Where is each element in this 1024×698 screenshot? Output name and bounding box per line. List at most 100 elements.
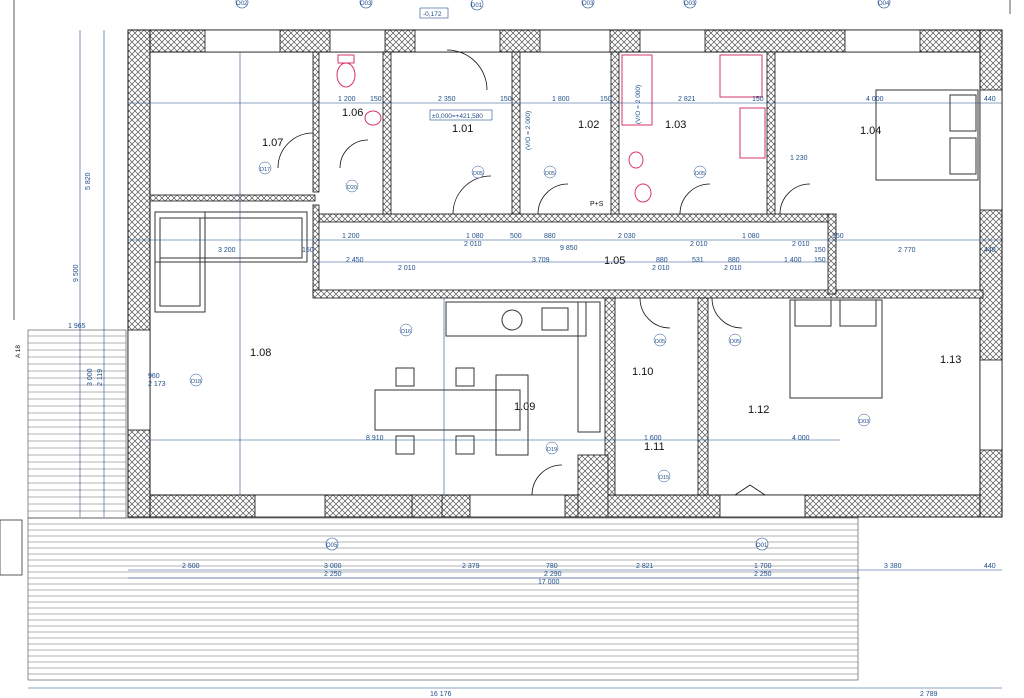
wc-label-1: (V/O = 2 000) bbox=[525, 111, 532, 150]
dining-table bbox=[374, 367, 529, 456]
window-tag: O05 bbox=[326, 543, 338, 549]
dim-label: 880 bbox=[656, 257, 668, 264]
dim-label: 440 bbox=[984, 247, 996, 254]
room-label-1-01: 1.01 bbox=[452, 123, 473, 135]
dim-label: 150 bbox=[814, 257, 826, 264]
axis-marker: A 18 bbox=[15, 345, 22, 358]
dim-label: 150 bbox=[370, 96, 382, 103]
left-edge-marks bbox=[0, 0, 23, 576]
dim-label: 1 600 bbox=[644, 435, 662, 442]
dim-label: 150 bbox=[500, 96, 512, 103]
door-tag: D05 bbox=[473, 171, 483, 177]
dim-label: 3 380 bbox=[884, 563, 902, 570]
dim-label: 150 bbox=[814, 247, 826, 254]
room-label-1-05: 1.05 bbox=[604, 255, 625, 267]
dim-label: 1 800 bbox=[552, 96, 570, 103]
door-tags: D20 D05 D05 D05 D05 D05 D16 D18 D19 D15 … bbox=[189, 161, 871, 483]
dim-label: 150 bbox=[302, 247, 314, 254]
window-tag: O02 bbox=[236, 1, 248, 7]
dim-label: 1 400 bbox=[784, 257, 802, 264]
dim-label: 2 770 bbox=[898, 247, 916, 254]
interior-walls bbox=[149, 51, 984, 518]
dim-label-total: 17 000 bbox=[538, 579, 560, 586]
dim-label: 3 200 bbox=[218, 247, 236, 254]
room-label-1-11: 1.11 bbox=[644, 441, 665, 453]
dim-label: 2 030 bbox=[618, 233, 636, 240]
door-tag: D03 bbox=[859, 419, 869, 425]
dim-label: 2 821 bbox=[636, 563, 654, 570]
dimension-labels-left: 5 820 9 500 1 965 3 000 2 119 960 2 173 … bbox=[68, 155, 810, 442]
door-tag-d01: D01 bbox=[471, 3, 483, 9]
stair-label: P+S bbox=[590, 201, 604, 208]
dim-label: 1 230 bbox=[790, 155, 808, 162]
room-label-1-10: 1.10 bbox=[632, 366, 653, 378]
elevation-label: ±0,000=+421,580 bbox=[432, 113, 483, 120]
door-tag: D05 bbox=[695, 171, 705, 177]
dimension-labels-top: 1 200 150 2 350 150 1 800 150 2 821 150 … bbox=[338, 96, 996, 103]
dim-label: 440 bbox=[984, 96, 996, 103]
dim-label: 880 bbox=[544, 233, 556, 240]
dim-label: 9 850 bbox=[560, 245, 578, 252]
dim-label: 1 200 bbox=[342, 233, 360, 240]
dim-label: 3 709 bbox=[532, 257, 550, 264]
room-label-1-03: 1.03 bbox=[665, 119, 686, 131]
dim-label: 2 350 bbox=[438, 96, 456, 103]
dim-label: 3 000 bbox=[324, 563, 342, 570]
bed-room-1-04 bbox=[875, 89, 979, 181]
dim-label: 2 450 bbox=[346, 257, 364, 264]
dim-label: 880 bbox=[728, 257, 740, 264]
window-tag: O01 bbox=[756, 543, 768, 549]
dim-label: 500 bbox=[510, 233, 522, 240]
door-tag: D16 bbox=[401, 329, 411, 335]
dim-label: 2 789 bbox=[920, 691, 938, 698]
window-tag: O03 bbox=[582, 1, 594, 7]
door-tag: D05 bbox=[545, 171, 555, 177]
window-tag: O04 bbox=[878, 1, 890, 7]
dim-label: 2 821 bbox=[678, 96, 696, 103]
dimension-labels-bottom: 2 500 3 000 2 379 780 2 821 1 700 3 380 … bbox=[182, 563, 996, 698]
room-label-1-13: 1.13 bbox=[940, 354, 961, 366]
annotations: ±0,000=+421,580 -0,172 P+S A 18 (V/O = 2… bbox=[15, 7, 642, 358]
dimension-lines bbox=[28, 30, 1002, 689]
dim-label: 150 bbox=[832, 233, 844, 240]
dim-label: 8 910 bbox=[366, 435, 384, 442]
room-label-1-08: 1.08 bbox=[250, 347, 271, 359]
sofa bbox=[154, 211, 308, 313]
dim-label: 440 bbox=[984, 563, 996, 570]
sanitary-fixtures bbox=[336, 54, 766, 203]
dim-label: 2 010 bbox=[464, 241, 482, 248]
dim-label: 2 010 bbox=[690, 241, 708, 248]
dim-label: 1 700 bbox=[754, 563, 772, 570]
dim-label: 2 500 bbox=[182, 563, 200, 570]
window-tags: O02 O03 D01 O03 O03 O04 O01 O05 bbox=[235, 0, 891, 551]
door-tag: D19 bbox=[547, 447, 557, 453]
window-tag: O03 bbox=[684, 1, 696, 7]
dim-label: 531 bbox=[692, 257, 704, 264]
dim-label: 2 010 bbox=[792, 241, 810, 248]
window-tag: O03 bbox=[360, 1, 372, 7]
dim-label: 2 290 bbox=[544, 571, 562, 578]
door-tag: D18 bbox=[191, 379, 201, 385]
room-label-1-12: 1.12 bbox=[748, 404, 769, 416]
dim-label: 2 119 bbox=[97, 369, 104, 386]
dim-label: 1 080 bbox=[742, 233, 760, 240]
dim-label: 2 250 bbox=[324, 571, 342, 578]
dim-label: 2 250 bbox=[754, 571, 772, 578]
room-labels: 1.07 1.06 1.01 1.02 1.03 1.04 1.05 1.08 … bbox=[250, 107, 961, 453]
room-label-1-04: 1.04 bbox=[860, 125, 881, 137]
bed-room-1-12 bbox=[789, 299, 883, 399]
level-tag: -0,172 bbox=[423, 11, 442, 18]
dim-label: 9 500 bbox=[73, 264, 80, 282]
dim-label: 2 379 bbox=[462, 563, 480, 570]
room-label-1-09: 1.09 bbox=[514, 401, 535, 413]
dim-label: 2 010 bbox=[724, 265, 742, 272]
door-tag: D05 bbox=[655, 339, 665, 345]
dim-label: 1 965 bbox=[68, 323, 86, 330]
door-tag: D20 bbox=[347, 185, 357, 191]
step-boards bbox=[28, 335, 126, 512]
dim-label: 150 bbox=[752, 96, 764, 103]
dim-label: 1 080 bbox=[466, 233, 484, 240]
dim-label: 16 176 bbox=[430, 691, 452, 698]
terrace-deck bbox=[27, 517, 859, 681]
